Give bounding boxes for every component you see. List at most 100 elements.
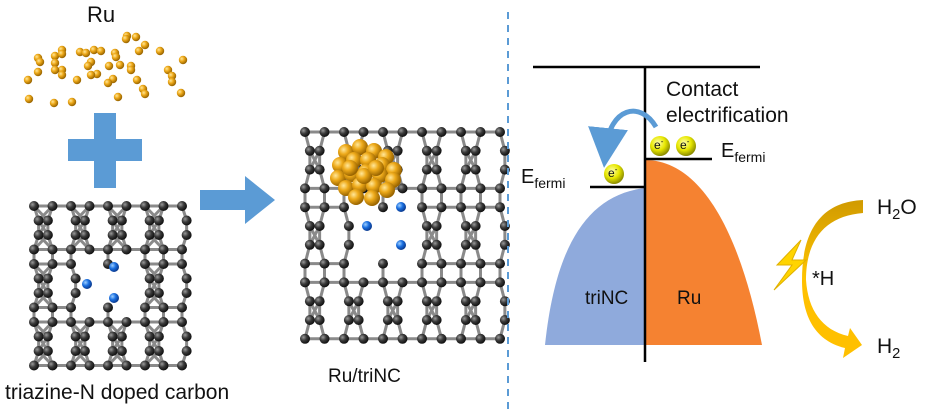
carbon-atom xyxy=(158,201,169,211)
carbon-atom xyxy=(103,244,113,255)
ru-particle xyxy=(178,55,188,65)
carbon-atom xyxy=(140,244,150,255)
carbon-atom xyxy=(66,360,76,371)
carbon-atom xyxy=(470,296,481,307)
carbon-atom xyxy=(431,239,442,250)
carbon-atom xyxy=(343,315,354,325)
ru-particle xyxy=(50,51,60,61)
efermi-right-label: Efermi xyxy=(721,140,766,165)
carbon-atom xyxy=(470,239,481,250)
carbon-atom xyxy=(177,244,187,255)
ru-particle xyxy=(155,46,165,56)
carbon-atom xyxy=(33,331,44,342)
ru-particle xyxy=(140,40,150,50)
ru-particle xyxy=(35,57,45,67)
carbon-atom xyxy=(358,127,369,137)
nitrogen-atom xyxy=(109,262,119,272)
electron-right-1 xyxy=(650,136,670,156)
carbon-atom xyxy=(319,333,330,344)
carbon-atom xyxy=(319,258,330,269)
carbon-atom xyxy=(70,346,81,356)
carbon-atom xyxy=(460,164,471,175)
carbon-atom xyxy=(431,315,442,325)
carbon-atom xyxy=(121,201,132,211)
carbon-atom xyxy=(300,333,310,344)
carbon-atom xyxy=(397,277,408,288)
carbon-atom xyxy=(431,145,442,156)
carbon-atom xyxy=(144,331,155,342)
ru-particle xyxy=(33,67,43,77)
carbon-atom xyxy=(29,259,39,269)
carbon-atom xyxy=(47,302,58,313)
carbon-atom xyxy=(392,145,403,156)
carbon-atom xyxy=(140,317,150,327)
ru-particle xyxy=(132,75,142,85)
carbon-atom xyxy=(300,183,310,194)
electron-right-2 xyxy=(676,136,696,156)
ru-particle xyxy=(176,88,186,98)
carbon-atom xyxy=(431,164,442,175)
nitrogen-atom xyxy=(362,221,372,231)
nitrogen-atom xyxy=(396,202,406,212)
carbon-atom xyxy=(153,230,164,240)
carbon-atom xyxy=(460,296,471,307)
carbon-atom xyxy=(475,333,486,344)
ru-trinc-lattice xyxy=(300,127,510,344)
carbon-atom xyxy=(66,201,76,211)
triazine-carbon-lattice xyxy=(29,201,192,371)
ru-particle xyxy=(111,52,121,62)
carbon-atom xyxy=(436,333,447,344)
carbon-atom xyxy=(300,127,310,137)
carbon-atom xyxy=(121,244,132,255)
carbon-atom xyxy=(116,215,127,226)
carbon-atom xyxy=(47,360,58,371)
ru-particle xyxy=(113,92,123,102)
carbon-atom xyxy=(181,346,192,356)
ru-atom xyxy=(379,182,395,198)
ru-particle xyxy=(89,45,99,55)
ru-particle xyxy=(131,32,141,42)
carbon-atom xyxy=(84,201,95,211)
carbon-atom xyxy=(339,258,349,269)
carbon-atom xyxy=(66,259,76,269)
carbon-atom xyxy=(42,288,53,298)
carbon-atom xyxy=(421,164,432,175)
carbon-atom xyxy=(436,127,447,137)
h-star-label: *H xyxy=(812,268,835,290)
carbon-atom xyxy=(140,201,150,211)
carbon-atom xyxy=(343,239,354,250)
carbon-atom xyxy=(470,315,481,325)
carbon-atom xyxy=(181,215,192,226)
carbon-atom xyxy=(304,221,315,231)
carbon-atom xyxy=(79,346,90,356)
carbon-atom xyxy=(456,183,466,194)
carbon-atom xyxy=(29,201,39,211)
contact-label-1: Contact xyxy=(666,78,739,101)
carbon-atom xyxy=(436,277,447,288)
carbon-atom xyxy=(475,183,486,194)
right-arrow-icon xyxy=(200,176,275,224)
carbon-atom xyxy=(107,230,118,240)
ru-atom xyxy=(356,168,372,184)
carbon-atom xyxy=(339,277,349,288)
carbon-atom xyxy=(33,215,44,226)
plus-icon xyxy=(68,113,142,188)
h2o-label: H2O xyxy=(877,196,917,224)
carbon-atom xyxy=(140,360,150,371)
carbon-atom xyxy=(343,296,354,307)
ru-atom xyxy=(364,190,380,206)
carbon-atom xyxy=(475,202,486,213)
carbon-atom xyxy=(417,333,427,344)
carbon-atom xyxy=(300,202,310,213)
ru-particle xyxy=(49,98,59,108)
carbon-atom xyxy=(343,221,354,231)
trinc-band xyxy=(545,188,645,345)
carbon-atom xyxy=(392,315,403,325)
ru-atom xyxy=(348,189,364,205)
ru-nanoparticles-scatter xyxy=(23,31,188,108)
carbon-atom xyxy=(42,230,53,240)
carbon-atom xyxy=(353,315,364,325)
ru-particle xyxy=(103,78,113,88)
nitrogen-atom xyxy=(82,279,92,289)
carbon-atom xyxy=(158,317,169,327)
